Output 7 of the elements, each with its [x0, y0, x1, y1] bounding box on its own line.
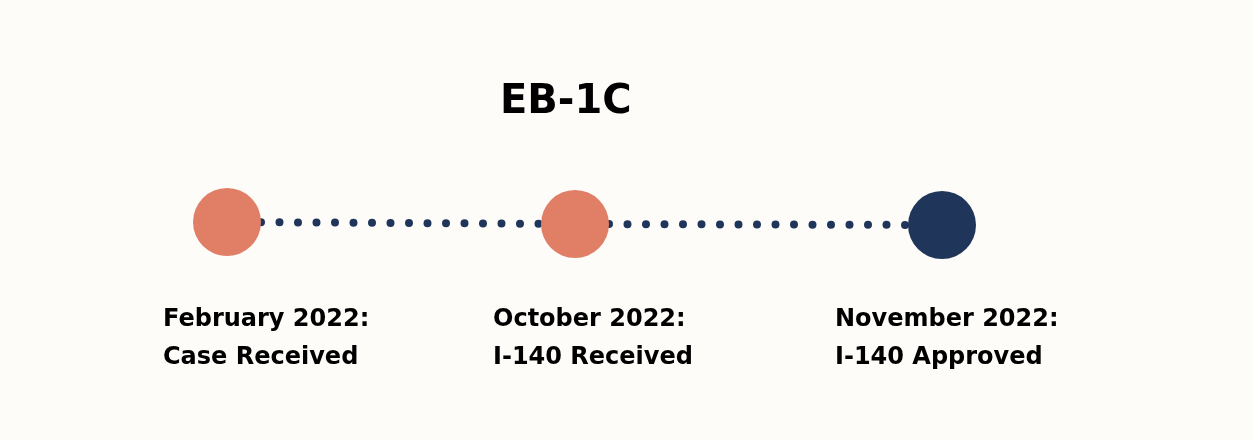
- date-label: November 2022:: [835, 303, 1059, 334]
- event-label: I-140 Approved: [835, 341, 1044, 372]
- event-label: I-140 Received: [493, 341, 693, 372]
- date-label: February 2022:: [163, 303, 370, 334]
- diagram-title: EB-1C: [500, 76, 632, 122]
- date-label: October 2022:: [493, 303, 687, 334]
- event-label: Case Received: [163, 341, 360, 372]
